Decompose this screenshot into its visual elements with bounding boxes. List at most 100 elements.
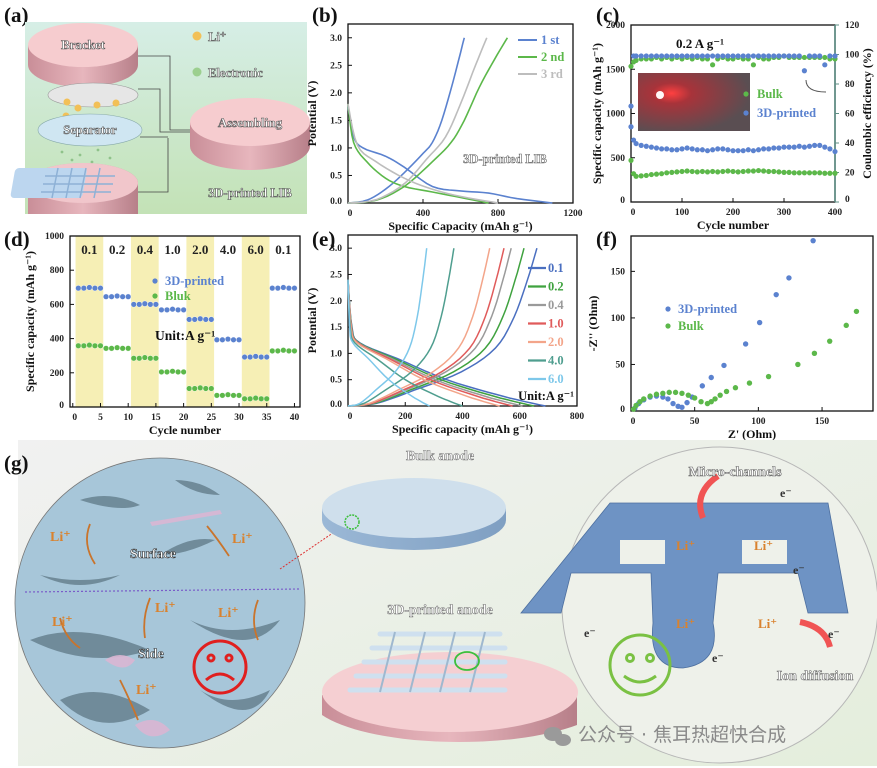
ce-point <box>766 53 772 59</box>
watermark-text: 公众号 · 焦耳热超快合成 <box>578 724 786 746</box>
rate-point <box>119 345 126 352</box>
capacity-point <box>679 146 685 152</box>
rate-point <box>136 355 143 362</box>
legend-marker <box>743 91 749 97</box>
y-tick-label: 0 <box>59 401 64 411</box>
wechat-icon <box>544 727 571 746</box>
ce-point <box>674 53 680 59</box>
rate-point <box>75 285 82 292</box>
rate-point <box>97 342 104 349</box>
ce-point <box>689 53 695 59</box>
capacity-point <box>796 143 802 149</box>
capacity-point <box>750 148 757 154</box>
legend-marker <box>152 293 158 299</box>
legend-label: 1 st <box>541 33 560 47</box>
ce-point <box>796 53 802 59</box>
ce-point <box>761 53 767 59</box>
capacity-point <box>633 173 639 179</box>
rate-point <box>75 342 82 349</box>
ce-point <box>735 53 741 59</box>
li-label: Li⁺ <box>232 532 253 547</box>
rate-point <box>280 284 287 291</box>
rate-point <box>291 347 298 354</box>
ce-point <box>755 53 762 59</box>
capacity-point <box>827 146 833 152</box>
eis-point <box>742 341 749 347</box>
legend-marker <box>665 306 671 312</box>
y2-tick-label: 0 <box>845 195 850 205</box>
legend-label: Bluk <box>165 289 191 303</box>
rate-point <box>219 336 226 343</box>
li-label: Li⁺ <box>676 538 695 553</box>
rate-point <box>208 316 215 323</box>
rate-point <box>274 347 281 354</box>
legend-marker <box>152 278 158 284</box>
eis-point <box>843 322 849 329</box>
led-light <box>656 91 664 99</box>
capacity-point <box>781 169 787 175</box>
bracket-disk <box>28 23 138 87</box>
rate-point <box>258 395 265 402</box>
capacity-point <box>766 146 772 152</box>
capacity-point <box>694 169 700 175</box>
rate-point <box>252 353 259 360</box>
y2-tick-label: 40 <box>845 139 855 149</box>
legend-label: 0.2 <box>548 280 564 294</box>
y2-tick-label: 120 <box>845 21 860 31</box>
panel-label-b: (b) <box>312 3 338 27</box>
electronic-legend-label: Electronic <box>208 66 263 80</box>
capacity-point <box>755 147 762 153</box>
capacity-point <box>715 169 721 175</box>
capacity-point <box>822 170 828 176</box>
y-tick-label: 0.0 <box>330 400 342 410</box>
capacity-point <box>745 147 751 153</box>
charge-curve-0.2 <box>347 248 525 407</box>
capacity-point <box>638 173 644 179</box>
li-label: Li⁺ <box>676 616 695 631</box>
y-tick-label: 2.5 <box>330 61 342 71</box>
capacity-point <box>684 145 690 151</box>
li-label: Li⁺ <box>218 606 239 621</box>
legend-label: 6.0 <box>548 372 564 386</box>
capacity-point <box>771 168 777 175</box>
eis-point <box>666 389 672 396</box>
ce-point <box>659 53 665 59</box>
eis-point <box>679 390 685 397</box>
x-tick-label: 800 <box>491 209 506 219</box>
li-label: Li⁺ <box>136 683 157 698</box>
rate-point <box>247 354 254 361</box>
rate-point <box>236 336 243 343</box>
ce-axis-arrow <box>805 79 827 93</box>
eis-point <box>853 308 860 315</box>
charge-curve-2nd <box>347 37 509 204</box>
capacity-point <box>766 168 772 175</box>
ce-point <box>822 62 828 68</box>
capacity-point <box>735 169 741 175</box>
eis-point <box>773 291 779 298</box>
x-tick-label: 0 <box>631 208 636 218</box>
rate-point <box>208 385 215 392</box>
rate-point <box>130 355 137 362</box>
legend-label: 2.0 <box>548 335 564 349</box>
eis-point <box>699 383 706 389</box>
capacity-point <box>740 148 746 154</box>
printed-anode-label: 3D-printed anode <box>387 603 492 618</box>
y-tick-label: 3.0 <box>330 244 342 254</box>
rate-point <box>197 384 204 391</box>
x-tick-label: 30 <box>234 413 244 423</box>
discharge-curve-2.0 <box>347 279 500 407</box>
eis-point <box>721 362 727 369</box>
capacity-point <box>684 168 690 174</box>
capacity-point <box>801 170 808 176</box>
y-tick-label: 400 <box>50 335 65 345</box>
panel-label-e: (e) <box>312 227 335 251</box>
chart-annotation: Unit:A g⁻¹ <box>518 389 574 403</box>
capacity-point <box>699 147 706 153</box>
rate-label: 0.1 <box>81 242 97 257</box>
capacity-point <box>679 168 685 175</box>
capacity-point <box>628 124 634 130</box>
rate-point <box>152 301 159 308</box>
x-tick-label: 300 <box>777 208 792 218</box>
legend-label: 0.4 <box>548 298 564 312</box>
